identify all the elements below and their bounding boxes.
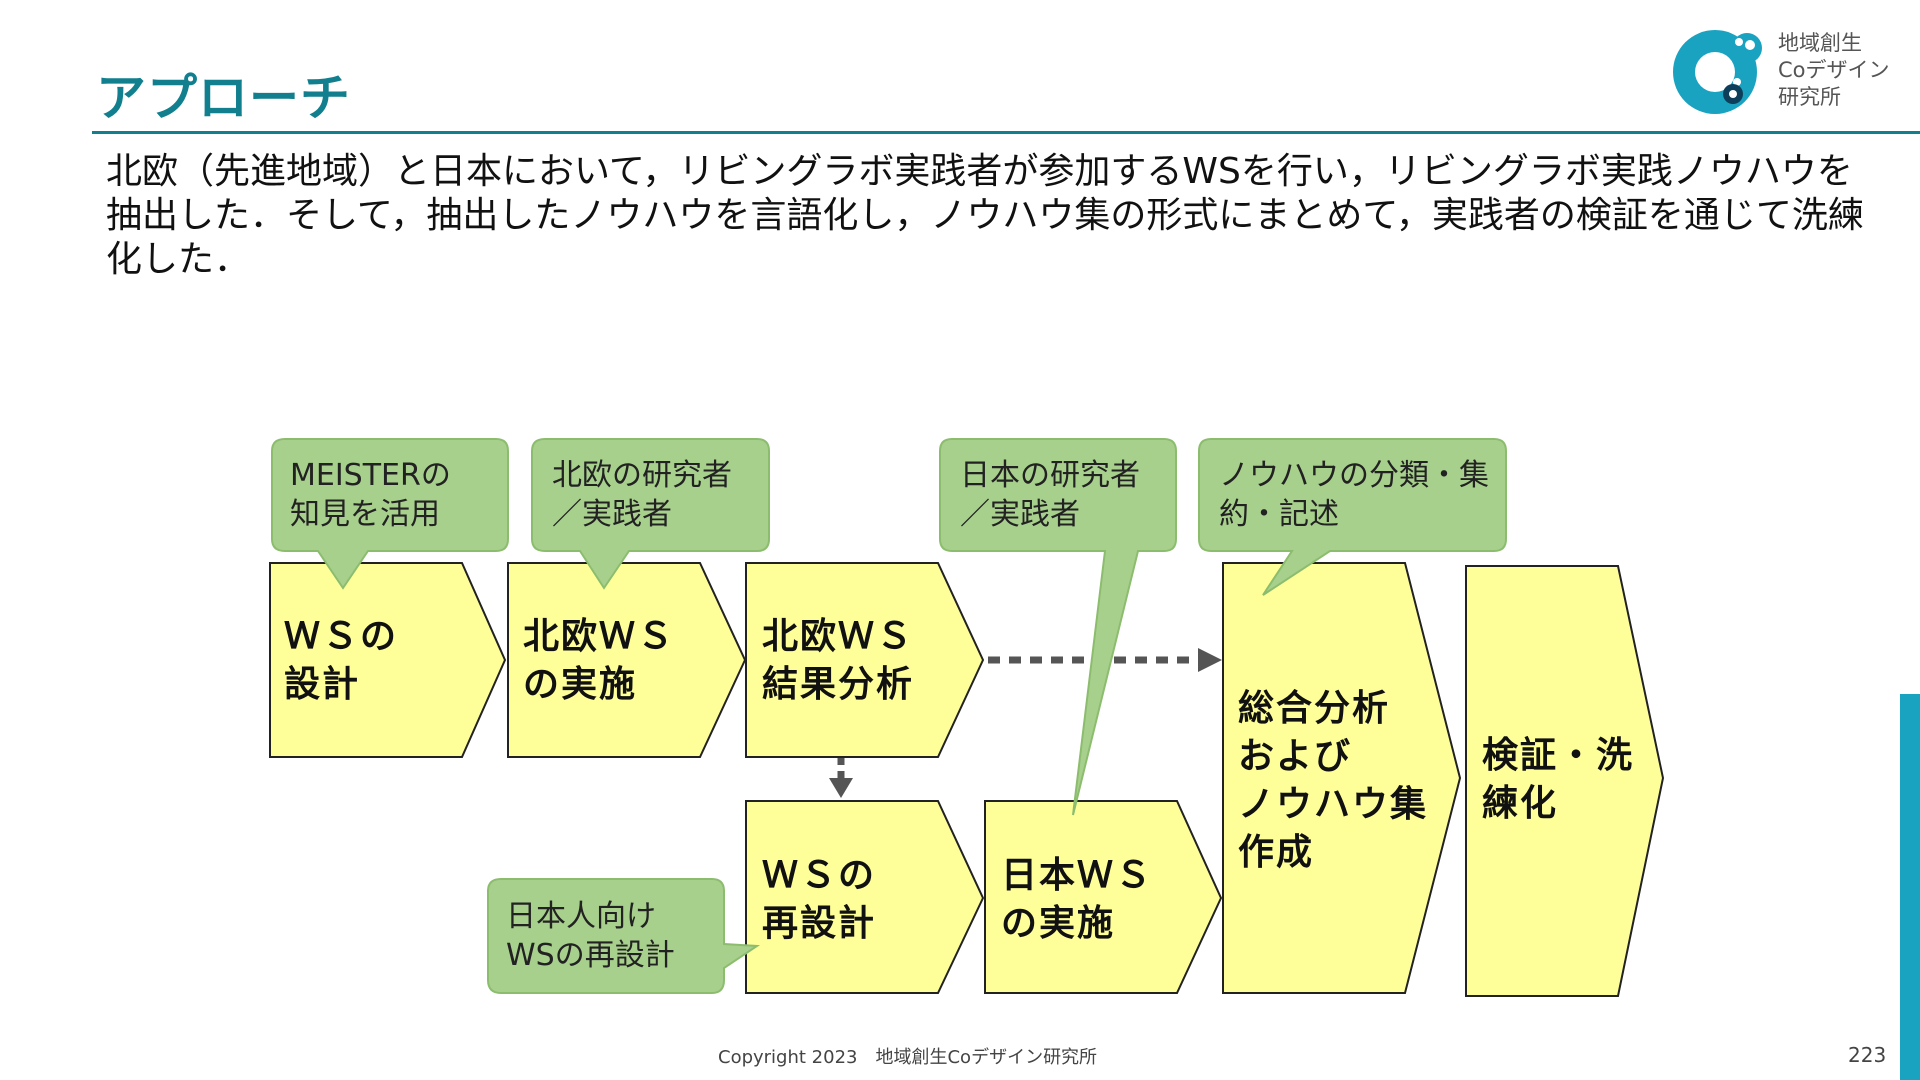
callout-shape-knowhow <box>1198 438 1507 596</box>
callout-shape-meister <box>271 438 509 590</box>
step-synthesis: 総合分析 および ノウハウ集 作成 <box>1238 688 1429 873</box>
side-accent-bar <box>1900 694 1920 1080</box>
callout-japan-redesign: 日本人向け WSの再設計 <box>506 899 675 973</box>
callout-shape-japan-researchers <box>939 438 1177 816</box>
step-nordic-analysis: 北欧ＷＳ 結果分析 <box>762 616 915 705</box>
callout-knowhow: ノウハウの分類・集 約・記述 <box>1219 458 1489 532</box>
step-shape-japan-ws <box>984 800 1223 994</box>
logo-icon <box>1673 30 1762 114</box>
intro-paragraph: 北欧（先進地域）と日本において，リビングラボ実践者が参加するWSを行い，リビング… <box>106 150 1864 282</box>
callout-japan-researchers: 日本の研究者 ／実践者 <box>960 458 1140 532</box>
title-divider <box>92 131 1920 134</box>
step-nordic-ws: 北欧ＷＳ の実施 <box>523 616 676 705</box>
step-ws-design: ＷＳの 設計 <box>284 616 399 705</box>
page-title: アプローチ <box>96 69 351 127</box>
callout-nordic-researchers: 北欧の研究者 ／実践者 <box>552 458 732 532</box>
intro-line-1: 北欧（先進地域）と日本において，リビングラボ実践者が参加するWSを行い，リビング… <box>106 151 1853 192</box>
step-shape-synthesis <box>1222 562 1462 994</box>
intro-line-2: 抽出した．そして，抽出したノウハウを言語化し，ノウハウ集の形式にまとめて，実践者… <box>106 195 1864 236</box>
logo-text: 地域創生 Coデザイン 研究所 <box>1778 31 1890 109</box>
page-number: 223 <box>1848 1043 1887 1067</box>
callout-meister: MEISTERの 知見を活用 <box>290 458 451 532</box>
step-shape-ws-redesign <box>745 800 985 994</box>
step-validation: 検証・洗 練化 <box>1482 735 1635 824</box>
callout-shape-nordic-researchers <box>531 438 770 590</box>
step-japan-ws: 日本ＷＳ の実施 <box>1001 855 1154 944</box>
connector-arrowhead-right <box>1198 648 1222 672</box>
step-shape-nordic-ws <box>507 562 747 758</box>
intro-line-3: 化した． <box>106 239 251 280</box>
step-shape-ws-design <box>269 562 507 758</box>
connector-arrowhead-down <box>829 778 853 798</box>
step-shape-nordic-analysis <box>745 562 985 758</box>
callout-shape-japan-redesign <box>487 878 761 994</box>
step-shape-validation <box>1465 565 1665 997</box>
step-ws-redesign: ＷＳの 再設計 <box>762 855 877 944</box>
footer-copyright: Copyright 2023 地域創生Coデザイン研究所 <box>718 1047 1098 1068</box>
